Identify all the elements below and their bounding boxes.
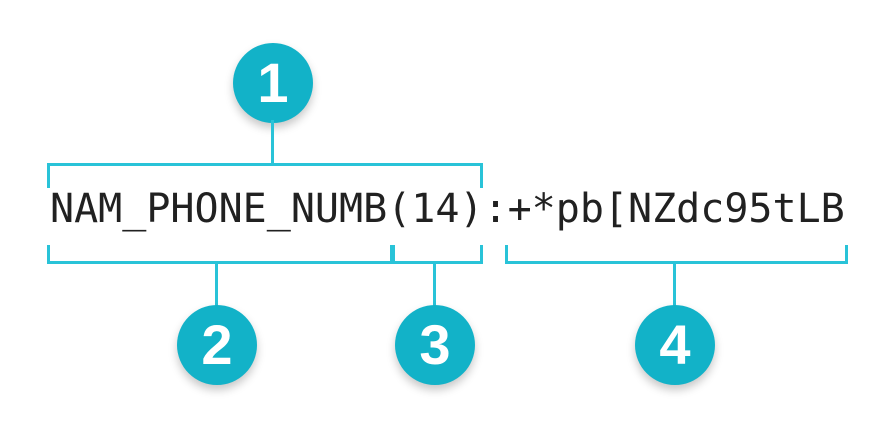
token-segment-value: +*pb[NZdc95tLB (507, 186, 845, 232)
callout-1-number: 1 (257, 51, 289, 114)
bracket-token-length (392, 245, 483, 264)
token-segment-separator: : (483, 186, 508, 232)
token-segment-name: NAM_PHONE_NUMB (50, 186, 388, 232)
callout-3-number: 3 (419, 313, 451, 376)
bracket-token-name (47, 245, 393, 264)
token-segment-length: (14) (387, 186, 484, 232)
callout-3-badge: 3 (395, 305, 475, 385)
callout-4-number: 4 (659, 313, 691, 376)
callout-3-connector-line (433, 261, 436, 307)
callout-4-badge: 4 (635, 305, 715, 385)
callout-2-connector-line (215, 261, 218, 307)
callout-1-badge: 1 (233, 43, 313, 123)
callout-2-badge: 2 (177, 305, 257, 385)
bracket-token-name-with-length (47, 163, 483, 188)
bracket-token-value (505, 245, 848, 264)
callout-1-connector-line (271, 120, 274, 164)
callout-2-number: 2 (201, 313, 233, 376)
token-text: NAM_PHONE_NUMB(14):+*pb[NZdc95tLB (50, 189, 845, 229)
callout-4-connector-line (673, 261, 676, 307)
